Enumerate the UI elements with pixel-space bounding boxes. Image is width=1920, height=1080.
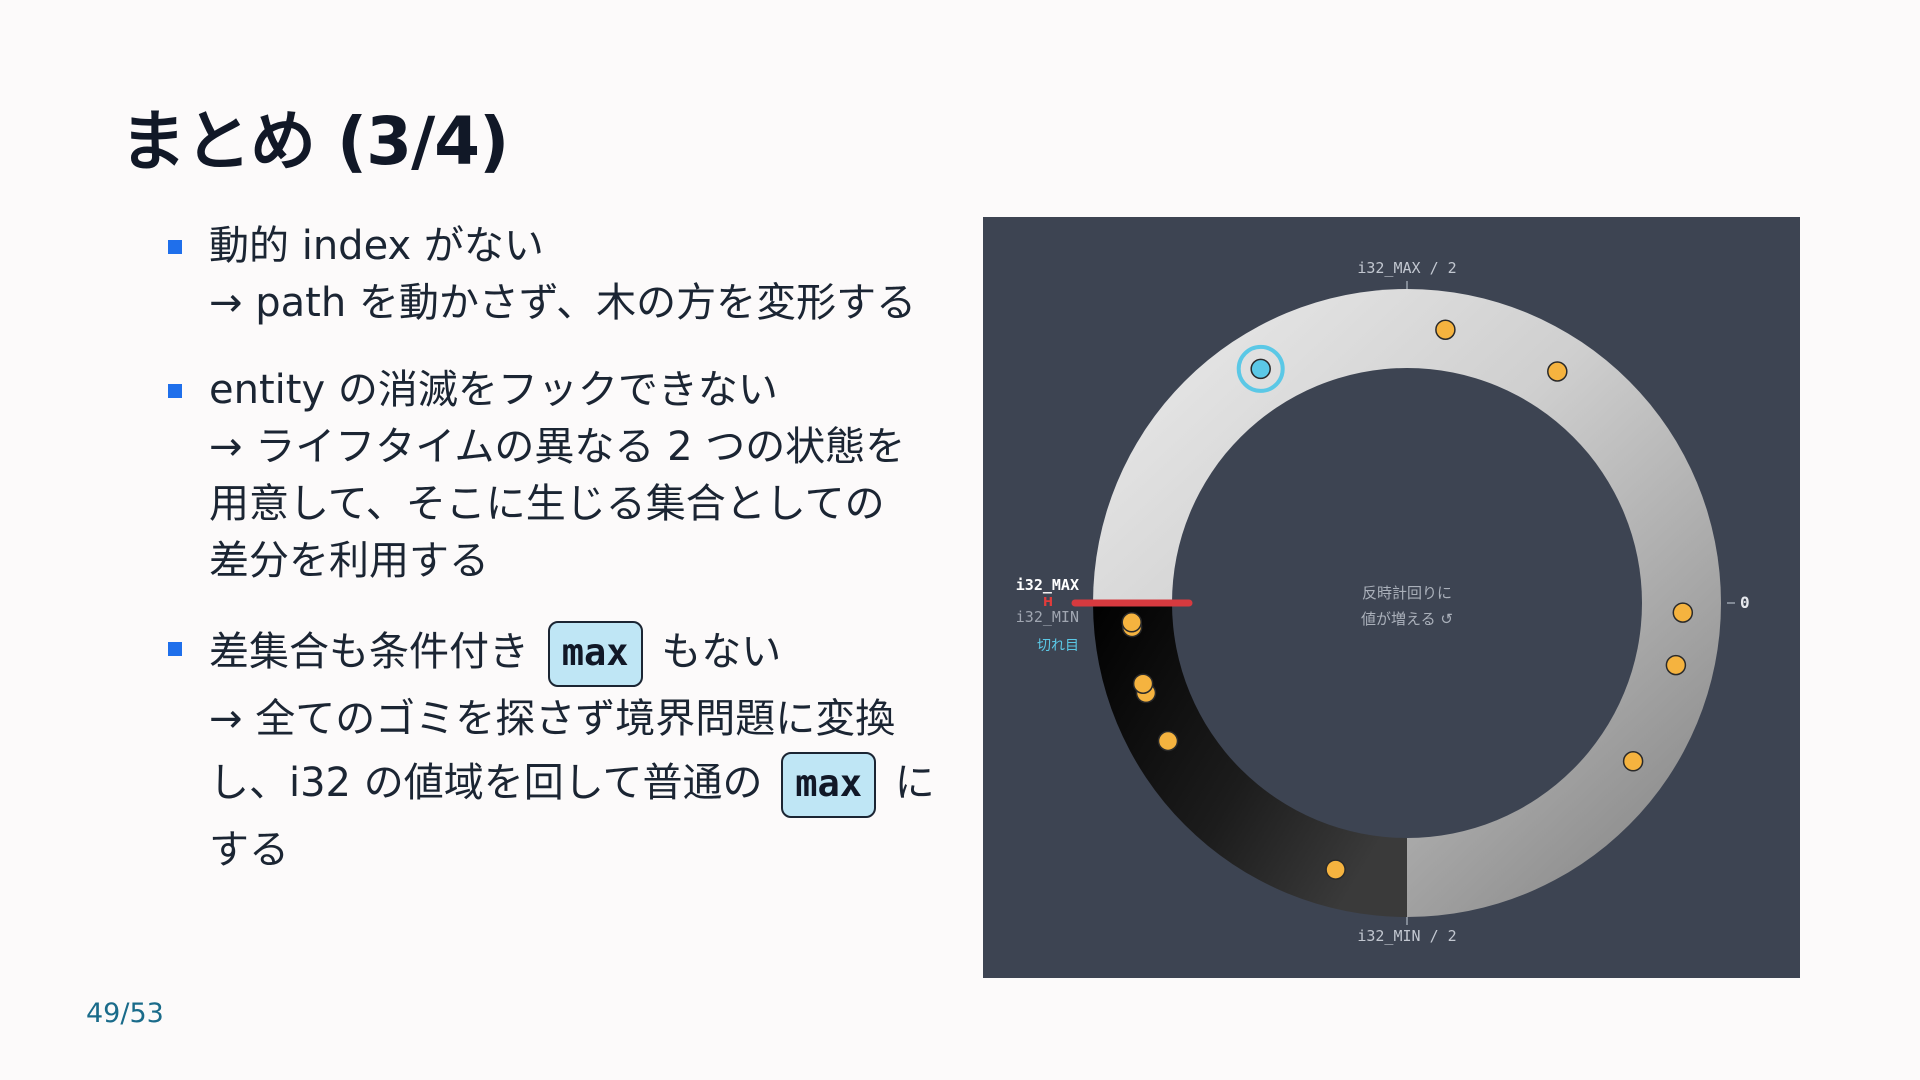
ring-band [983, 217, 1800, 978]
center-caption-line1: 反時計回りに [1362, 584, 1452, 602]
bullet-line: → ライフタイムの異なる 2 つの状態を [209, 424, 906, 470]
inline-code: max [547, 621, 643, 687]
label-i32-max-half: i32_MAX / 2 [1357, 259, 1456, 277]
bullet-line: 差集合も条件付き max もない [209, 620, 985, 687]
bullet-line: entity の消滅をフックできない [209, 367, 778, 413]
label-cut: 切れ目 [1037, 638, 1079, 654]
value-point [1622, 751, 1644, 772]
text-segment: もない [661, 629, 782, 675]
bullet-line: する [209, 827, 289, 873]
bullet-item: entity の消滅をフックできない → ライフタイムの異なる 2 つの状態を … [165, 362, 985, 590]
value-point [1672, 602, 1694, 623]
text-segment: 差集合も条件付き [209, 629, 529, 675]
label-i32-max: i32_MAX [1016, 576, 1079, 594]
bullet-item: 動的 index がない → path を動かさず、木の方を変形する [165, 218, 985, 332]
text-segment: し、i32 の値域を回して普通の [209, 760, 763, 806]
ring-diagram: i32_MAX / 2 i32_MIN / 2 0 i32_MAX H i32_… [983, 217, 1800, 978]
value-points [1121, 319, 1694, 880]
label-i32-min: i32_MIN [1016, 608, 1079, 626]
label-zero: 0 [1740, 593, 1750, 612]
center-caption-line2: 値が増える ↺ [1361, 610, 1453, 628]
text-segment: に [894, 760, 935, 806]
bullet-line: → path を動かさず、木の方を変形する [209, 280, 917, 326]
bullet-list: 動的 index がない → path を動かさず、木の方を変形する entit… [165, 218, 985, 912]
page-number: 49/53 [86, 998, 164, 1029]
value-point [1547, 361, 1568, 382]
bullet-line: 動的 index がない [209, 223, 544, 269]
head-marker: H [1043, 595, 1053, 609]
value-point [1121, 612, 1142, 633]
bullet-item: 差集合も条件付き max もない → 全てのゴミを探さず境界問題に変換 し、i3… [165, 620, 985, 882]
value-point [1665, 654, 1687, 676]
bullet-line: → 全てのゴミを探さず境界問題に変換 [209, 696, 896, 742]
highlighted-point [1250, 358, 1271, 380]
value-point [1435, 319, 1456, 340]
inline-code: max [781, 752, 877, 818]
ring-diagram-svg: i32_MAX / 2 i32_MIN / 2 0 i32_MAX H i32_… [983, 217, 1800, 978]
bullet-line: し、i32 の値域を回して普通の max に [209, 751, 985, 818]
bullet-marker [168, 240, 182, 254]
value-point [1325, 859, 1346, 880]
ring-dark-segment [1083, 603, 1407, 927]
slide-title: まとめ (3/4) [120, 103, 509, 180]
highlight-ring [1236, 344, 1285, 393]
label-i32-min-half: i32_MIN / 2 [1357, 927, 1456, 945]
bullet-line: 差分を利用する [209, 538, 489, 584]
value-point [1132, 673, 1154, 694]
bullet-marker [168, 642, 182, 656]
bullet-line: 用意して、そこに生じる集合としての [209, 481, 885, 527]
bullet-marker [168, 384, 182, 398]
value-point [1157, 730, 1179, 752]
